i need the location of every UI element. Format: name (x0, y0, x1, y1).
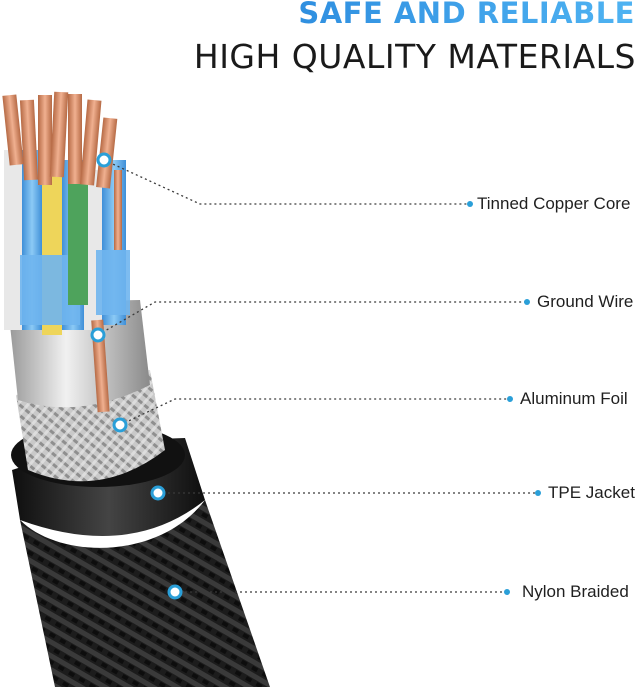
inner-conductors (2, 91, 130, 413)
headline-subtitle: HIGH QUALITY MATERIALS (193, 37, 636, 76)
label-tinned-copper-core: Tinned Copper Core (477, 194, 631, 213)
marker-ground (90, 327, 106, 343)
leader-line-foil (119, 398, 510, 426)
marker-foil (112, 417, 128, 433)
headline-title: SAFE AND RELIABLE (298, 0, 635, 30)
label-nylon-braided: Nylon Braided (522, 582, 629, 601)
marker-nylon (167, 584, 183, 600)
marker-dots (90, 152, 541, 600)
nylon-braid-layer (20, 500, 270, 687)
label-aluminum-foil: Aluminum Foil (520, 389, 628, 408)
marker-copper (96, 152, 112, 168)
label-ground-wire: Ground Wire (537, 292, 634, 311)
marker-jacket (150, 485, 166, 501)
leader-lines (97, 159, 538, 593)
leader-line-ground (97, 301, 527, 336)
leader-line-copper (103, 159, 470, 205)
label-tpe-jacket: TPE Jacket (548, 483, 635, 502)
